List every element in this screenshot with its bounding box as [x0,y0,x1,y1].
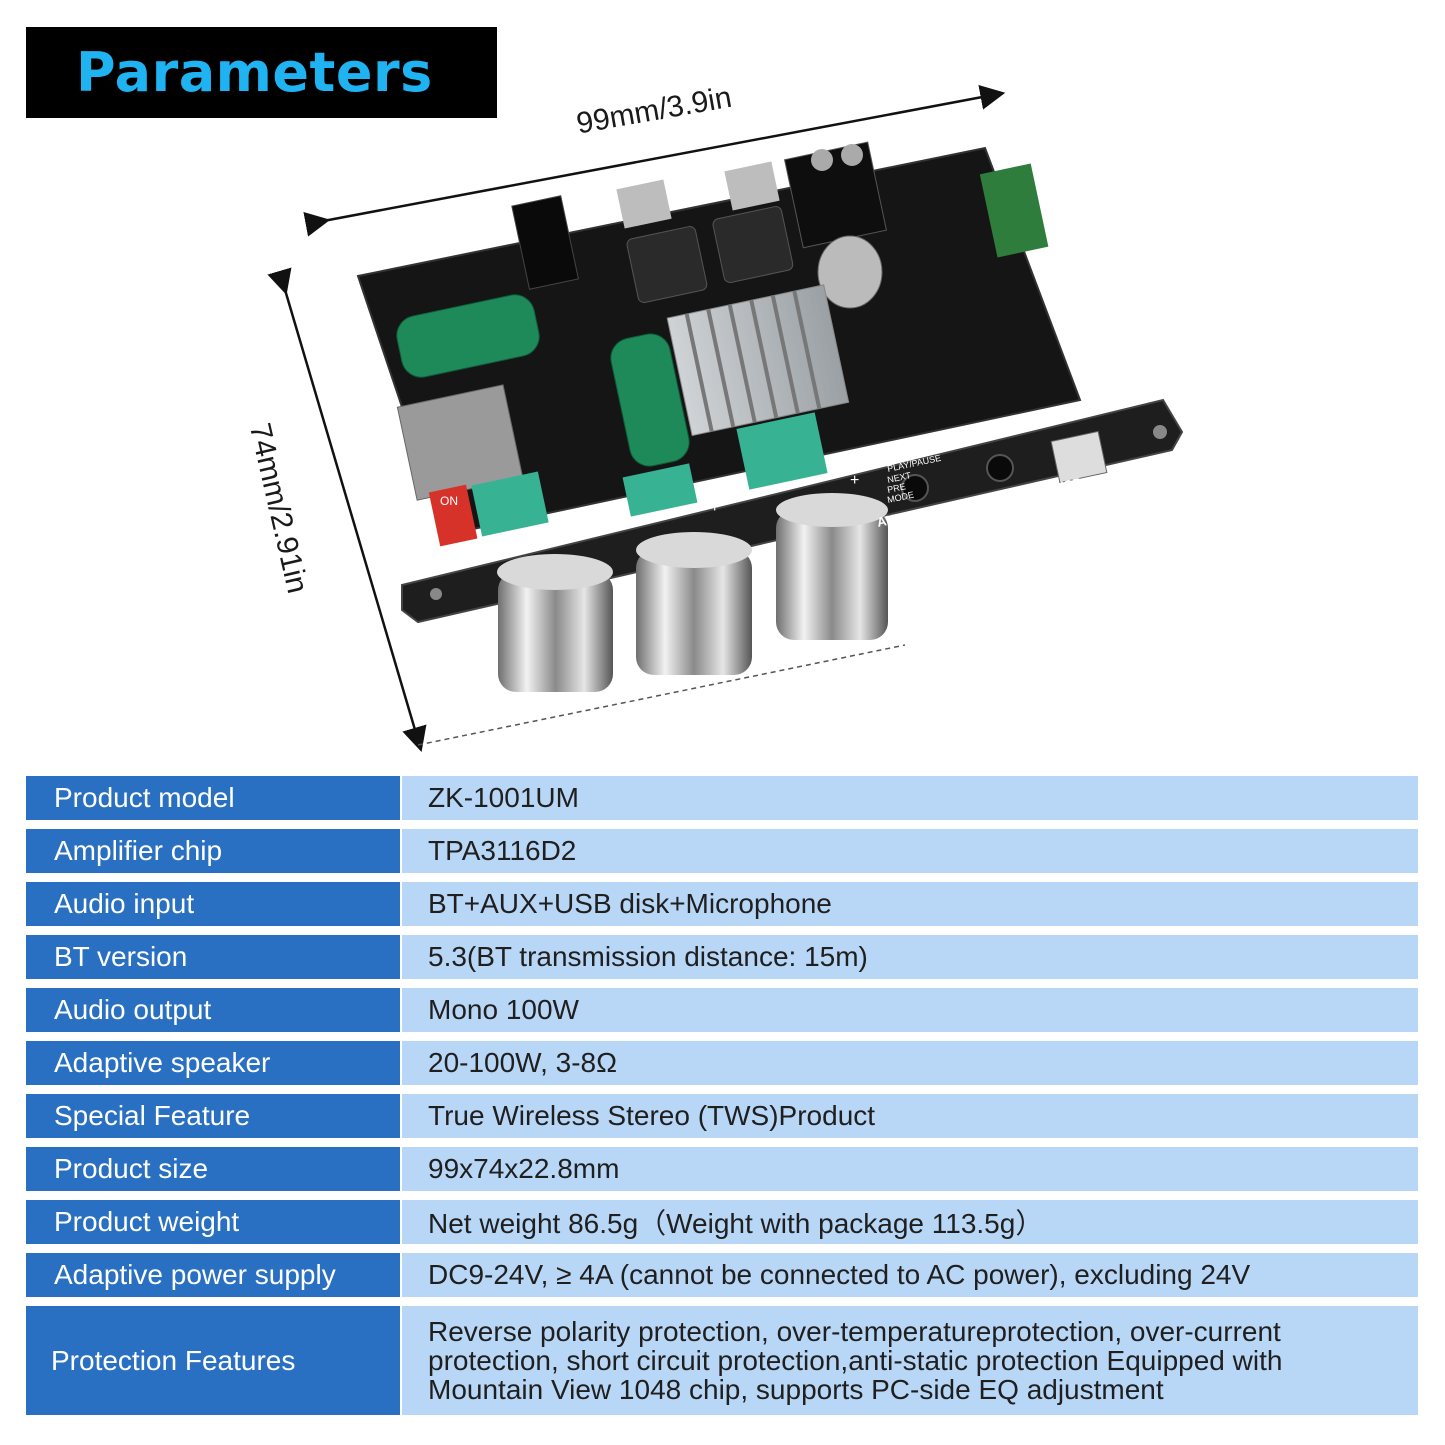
spec-row-product-weight: Product weight Net weight 86.5g（Weight w… [26,1200,1418,1244]
capacitor-470uf [817,235,883,309]
heatsink [666,284,850,437]
spec-value: ZK-1001UM [400,776,1418,820]
inductor-2 [712,206,794,283]
mic-jack [986,454,1014,482]
spec-label: Protection Features [26,1306,400,1415]
spec-value: 20-100W, 3-8Ω [400,1041,1418,1085]
inductor-100 [396,384,524,501]
product-figure: ON AUX IN MIC USB PLAY/PAUSE NEXT PRE MO… [243,81,1184,752]
dip-switch [428,484,478,547]
amplifier-board-illustration: ON AUX IN MIC USB PLAY/PAUSE NEXT PRE MO… [267,85,1184,752]
spec-value: True Wireless Stereo (TWS)Product [400,1094,1418,1138]
height-arrow [267,267,427,752]
svg-text:ON: ON [440,494,458,508]
spec-row-special-feature: Special Feature True Wireless Stereo (TW… [26,1094,1418,1138]
dc-jack [511,195,579,290]
treble-knob [776,493,888,640]
inductor-1 [626,226,708,303]
spec-row-adaptive-power-supply: Adaptive power supply DC9-24V, ≥ 4A (can… [26,1253,1418,1297]
potentiometer-3 [736,412,828,490]
aux-in-jack [901,474,929,502]
spec-value: Reverse polarity protection, over-temper… [400,1306,1418,1415]
green-capacitor-2 [610,333,690,467]
spec-value: TPA3116D2 [400,829,1418,873]
svg-text:+: + [850,472,859,489]
spec-value: 5.3(BT transmission distance: 15m) [400,935,1418,979]
spec-label: Adaptive speaker [26,1041,400,1085]
spec-label: BT version [26,935,400,979]
spec-label: Audio input [26,882,400,926]
spec-label: Audio output [26,988,400,1032]
potentiometer-2 [622,463,698,517]
terminal-block [783,141,888,249]
spec-row-bt-version: BT version 5.3(BT transmission distance:… [26,935,1418,979]
bass-knob [636,532,752,675]
potentiometer-1 [471,471,549,537]
spec-row-amplifier-chip: Amplifier chip TPA3116D2 [26,829,1418,873]
spec-label: Product weight [26,1200,400,1244]
svg-text:+: + [570,527,579,544]
spec-table: Product model ZK-1001UM Amplifier chip T… [26,776,1418,1424]
spec-label: Special Feature [26,1094,400,1138]
spec-row-product-size: Product size 99x74x22.8mm [26,1147,1418,1191]
spec-row-product-model: Product model ZK-1001UM [26,776,1418,820]
svg-text:USB: USB [1054,475,1084,495]
spec-row-audio-output: Audio output Mono 100W [26,988,1418,1032]
spec-row-audio-input: Audio input BT+AUX+USB disk+Microphone [26,882,1418,926]
svg-text:+: + [710,499,719,516]
spec-label: Adaptive power supply [26,1253,400,1297]
title-banner: Parameters [26,27,497,118]
spec-label: Product model [26,776,400,820]
bt-module [979,163,1049,258]
usb-port [1050,430,1108,484]
spec-value: DC9-24V, ≥ 4A (cannot be connected to AC… [400,1253,1418,1297]
spec-row-adaptive-speaker: Adaptive speaker 20-100W, 3-8Ω [26,1041,1418,1085]
spec-value: 99x74x22.8mm [400,1147,1418,1191]
spec-label: Product size [26,1147,400,1191]
spec-row-protection-features: Protection Features Reverse polarity pro… [26,1306,1418,1415]
svg-text:NEXT: NEXT [886,470,912,485]
spec-value: Net weight 86.5g（Weight with package 113… [400,1200,1418,1244]
width-arrow [303,85,1006,237]
spec-value: Mono 100W [400,988,1418,1032]
volume-knob [497,554,613,692]
spec-value: BT+AUX+USB disk+Microphone [400,882,1418,926]
spec-label: Amplifier chip [26,829,400,873]
svg-text:MIC: MIC [988,486,1015,506]
svg-text:PRE: PRE [886,481,906,495]
green-capacitor-1 [396,294,540,378]
